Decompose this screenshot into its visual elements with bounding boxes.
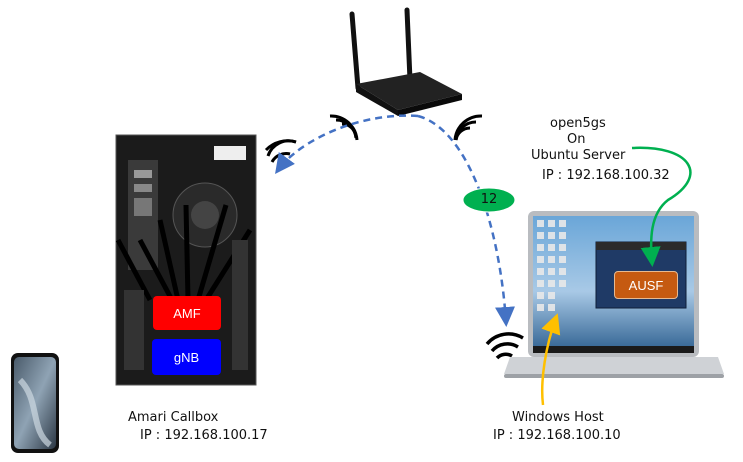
wifi-signal-icon — [485, 332, 524, 360]
host-name: Windows Host — [512, 410, 604, 425]
callbox-ip: IP : 192.168.100.17 — [140, 428, 268, 443]
link-badge-shape — [462, 187, 516, 213]
wireless-link — [275, 114, 419, 175]
core-line1: open5gs — [550, 116, 606, 131]
gnb-component: gNB — [152, 339, 221, 375]
wireless-link — [417, 114, 515, 327]
link-badge-label: 12 — [480, 192, 498, 207]
callbox-name: Amari Callbox — [128, 410, 219, 425]
core-line2: On — [567, 132, 586, 147]
amf-component: AMF — [153, 296, 221, 330]
ausf-component: AUSF — [614, 271, 678, 299]
host-ip: IP : 192.168.100.10 — [493, 428, 621, 443]
core-arrow — [631, 146, 692, 267]
windows-host-laptop — [504, 211, 724, 378]
wifi-signal-icon — [453, 114, 483, 141]
wifi-signal-icon — [264, 139, 297, 171]
core-line3: Ubuntu Server — [531, 148, 626, 163]
wifi-signal-icon — [329, 114, 359, 141]
core-ip: IP : 192.168.100.32 — [542, 168, 670, 183]
host-arrow — [540, 313, 561, 406]
router-icon — [349, 7, 462, 116]
smartphone-icon — [11, 353, 59, 453]
